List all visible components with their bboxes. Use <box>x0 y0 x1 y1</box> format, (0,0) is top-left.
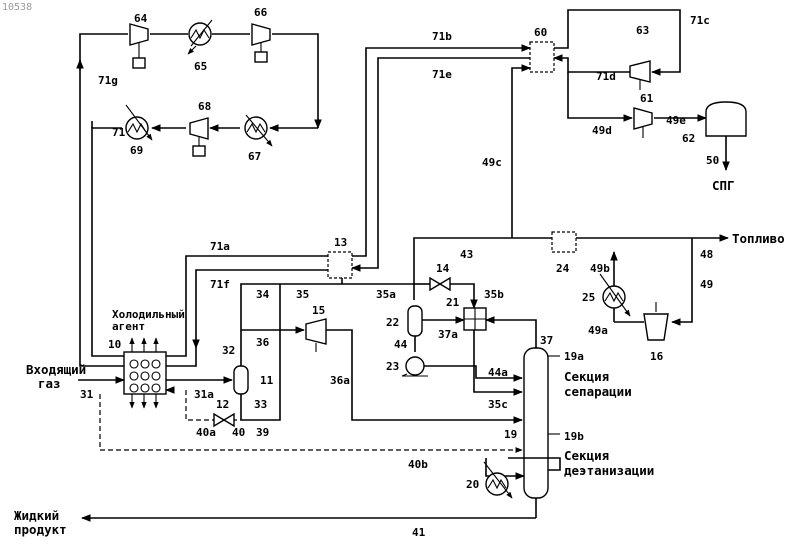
label-31a: 31a <box>194 388 214 401</box>
label-19: 19 <box>504 428 517 441</box>
label-49a: 49a <box>588 324 608 337</box>
liquid-product-line1: Жидкий <box>14 508 59 523</box>
heat-exchanger-60 <box>530 42 554 72</box>
deethanizer-line1: Секция <box>564 448 609 463</box>
label-25: 25 <box>582 291 595 304</box>
label-44a: 44a <box>488 366 508 379</box>
heat-exchanger-13 <box>328 252 352 278</box>
label-13: 13 <box>334 236 347 249</box>
label-69: 69 <box>130 144 143 157</box>
heat-exchanger-24 <box>552 232 576 252</box>
label-31: 31 <box>80 388 94 401</box>
feed-gas-line1: Входящий <box>26 362 86 377</box>
label-50: 50 <box>706 154 719 167</box>
deethanizer-line2: деэтанизации <box>564 463 654 478</box>
feed-gas-line2: газ <box>38 376 61 391</box>
label-37: 37 <box>540 334 553 347</box>
label-35: 35 <box>296 288 309 301</box>
liquid-product-line2: продукт <box>14 522 67 537</box>
label-67: 67 <box>248 150 261 163</box>
fuel-label: Топливо <box>732 231 785 246</box>
label-41: 41 <box>412 526 426 539</box>
label-71g: 71g <box>98 74 118 87</box>
label-63: 63 <box>636 24 649 37</box>
refrigerant-line2: агент <box>112 320 145 333</box>
label-34: 34 <box>256 288 270 301</box>
label-49d: 49d <box>592 124 612 137</box>
label-35a: 35a <box>376 288 396 301</box>
label-49b: 49b <box>590 262 610 275</box>
refrigerant-lines-71b-71e <box>186 48 530 348</box>
label-37a: 37a <box>438 328 458 341</box>
label-43: 43 <box>460 248 473 261</box>
label-68: 68 <box>198 100 211 113</box>
cooler-69 <box>126 105 152 140</box>
label-16: 16 <box>650 350 664 363</box>
label-60: 60 <box>534 26 547 39</box>
label-71a: 71a <box>210 240 230 253</box>
label-49: 49 <box>700 278 713 291</box>
label-66: 66 <box>254 6 268 19</box>
label-10: 10 <box>108 338 121 351</box>
label-35c: 35c <box>488 398 508 411</box>
compressor-64 <box>130 24 148 68</box>
label-33: 33 <box>254 398 267 411</box>
label-12: 12 <box>216 398 229 411</box>
label-39: 39 <box>256 426 269 439</box>
label-61: 61 <box>640 92 654 105</box>
compressor-66 <box>252 24 270 62</box>
label-23: 23 <box>386 360 399 373</box>
label-71b: 71b <box>432 30 452 43</box>
label-49e: 49e <box>666 114 686 127</box>
separation-line2: сепарации <box>564 384 632 399</box>
label-40: 40 <box>232 426 245 439</box>
label-20: 20 <box>466 478 479 491</box>
valve-12 <box>214 414 234 426</box>
loop-63 <box>554 10 680 90</box>
line-40b <box>100 394 522 450</box>
label-71e: 71e <box>432 68 452 81</box>
label-36a: 36a <box>330 374 350 387</box>
lng-label: СПГ <box>712 178 735 193</box>
label-65: 65 <box>194 60 207 73</box>
label-44: 44 <box>394 338 408 351</box>
label-14: 14 <box>436 262 450 275</box>
label-40a: 40a <box>196 426 216 439</box>
label-71c: 71c <box>690 14 710 27</box>
reboiler-20 <box>484 462 512 498</box>
label-35b: 35b <box>484 288 504 301</box>
label-64: 64 <box>134 12 148 25</box>
label-24: 24 <box>556 262 570 275</box>
label-15: 15 <box>312 304 325 317</box>
label-19b: 19b <box>564 430 584 443</box>
fuel-compression <box>600 252 668 340</box>
separation-line1: Секция <box>564 369 609 384</box>
lng-path <box>512 68 746 238</box>
cooler-67 <box>245 115 272 146</box>
label-40b: 40b <box>408 458 428 471</box>
separator-11 <box>232 284 304 420</box>
compressor-68 <box>190 118 208 156</box>
label-11: 11 <box>260 374 274 387</box>
label-22: 22 <box>386 316 399 329</box>
label-36: 36 <box>256 336 270 349</box>
label-48: 48 <box>700 248 713 261</box>
label-19a: 19a <box>564 350 584 363</box>
label-62: 62 <box>682 132 695 145</box>
label-32: 32 <box>222 344 235 357</box>
watermark: 10538 <box>2 2 32 13</box>
cooler-65 <box>188 20 212 54</box>
label-49c: 49c <box>482 156 502 169</box>
label-71d: 71d <box>596 70 616 83</box>
valve-14 <box>414 278 474 308</box>
label-71f: 71f <box>210 278 230 291</box>
label-71: 71 <box>112 126 126 139</box>
label-21: 21 <box>446 296 460 309</box>
